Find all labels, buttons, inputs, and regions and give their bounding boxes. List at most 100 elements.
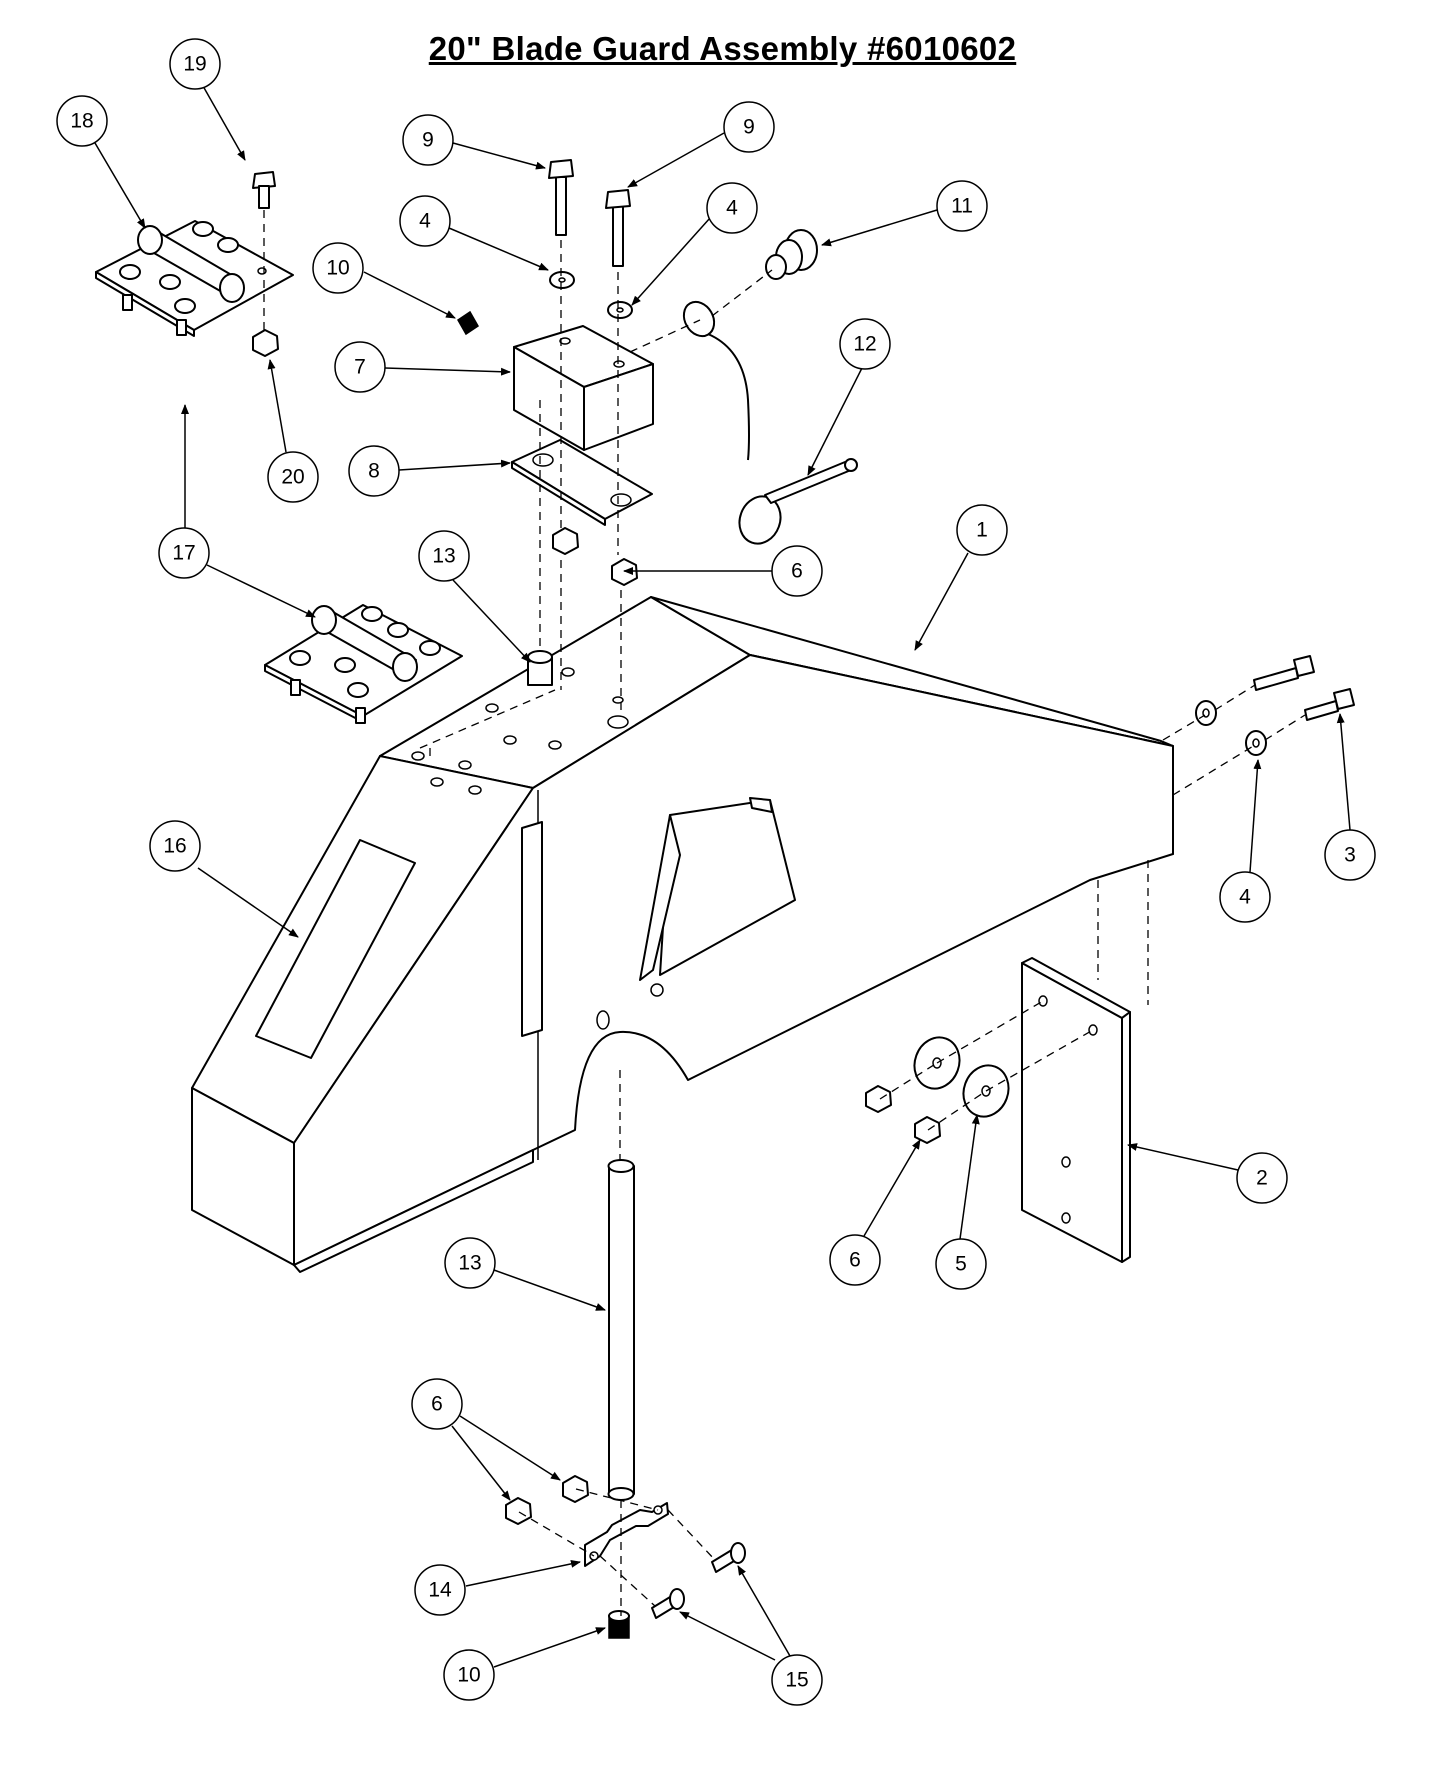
right-bolts [1195, 655, 1355, 756]
blade-guard-housing [191, 596, 1174, 1273]
callout-number: 12 [853, 333, 876, 356]
callout-13: 13 [444, 1237, 496, 1289]
callout-circle [312, 242, 364, 294]
callout-number: 18 [70, 110, 93, 133]
callout-number: 15 [785, 1669, 808, 1692]
callout-4: 4 [399, 195, 451, 247]
callout-circle [334, 341, 386, 393]
spacer-plate [511, 439, 653, 526]
callout-circle [829, 1234, 881, 1286]
callout-circle [414, 1564, 466, 1616]
callout-number: 4 [419, 210, 431, 233]
callout-number: 13 [432, 545, 455, 568]
callout-circle [771, 545, 823, 597]
callout-10: 10 [443, 1649, 495, 1701]
callout-7: 7 [334, 341, 386, 393]
callout-number: 7 [354, 356, 366, 379]
callout-8: 8 [348, 445, 400, 497]
callout-circle [411, 1378, 463, 1430]
callout-13: 13 [418, 530, 470, 582]
hinge-lower [264, 604, 463, 724]
callout-6: 6 [771, 545, 823, 597]
callout-number: 2 [1256, 1167, 1268, 1190]
callout-circle [149, 820, 201, 872]
callout-circle [348, 445, 400, 497]
callout-circle [956, 504, 1008, 556]
hinge-upper [95, 171, 294, 337]
callout-6: 6 [411, 1378, 463, 1430]
callout-15: 15 [771, 1654, 823, 1706]
callout-number: 6 [431, 1393, 443, 1416]
lock-pin-lanyard [682, 300, 858, 545]
callout-circle [418, 530, 470, 582]
callout-number: 5 [955, 1253, 967, 1276]
callout-circle [1324, 829, 1376, 881]
top-bolts [548, 159, 633, 319]
callout-number: 17 [172, 542, 195, 565]
callout-9: 9 [723, 101, 775, 153]
callout-9: 9 [402, 114, 454, 166]
callout-circle [839, 318, 891, 370]
callout-14: 14 [414, 1564, 466, 1616]
callout-number: 16 [163, 835, 186, 858]
callout-circle [443, 1649, 495, 1701]
callout-4: 4 [706, 182, 758, 234]
callout-circle [158, 527, 210, 579]
callout-circle [169, 38, 221, 90]
flat-washers [913, 1036, 1010, 1118]
callout-circle [1219, 871, 1271, 923]
callout-number: 13 [458, 1252, 481, 1275]
callout-circle [771, 1654, 823, 1706]
callout-circle [399, 195, 451, 247]
callout-number: 14 [428, 1579, 452, 1602]
callout-number: 4 [1239, 886, 1251, 909]
assembly-lines [263, 210, 1306, 1616]
callout-1: 1 [956, 504, 1008, 556]
leader-lines [94, 85, 1351, 1668]
callout-19: 19 [169, 38, 221, 90]
callout-number: 9 [743, 116, 755, 139]
callout-3: 3 [1324, 829, 1376, 881]
callout-10: 10 [312, 242, 364, 294]
callout-number: 4 [726, 197, 738, 220]
callout-circle [56, 95, 108, 147]
set-screw-bottom [608, 1610, 630, 1639]
callout-number: 9 [422, 129, 434, 152]
callout-2: 2 [1236, 1152, 1288, 1204]
callout-5: 5 [935, 1238, 987, 1290]
callout-circle [267, 451, 319, 503]
pull-knob [765, 229, 818, 280]
callout-circle [935, 1238, 987, 1290]
callout-circle [444, 1237, 496, 1289]
callout-number: 3 [1344, 844, 1356, 867]
bracket-screws [651, 1542, 746, 1619]
callout-4: 4 [1219, 871, 1271, 923]
callout-number: 6 [849, 1249, 861, 1272]
rod-bracket [584, 1502, 669, 1567]
callout-number: 8 [368, 460, 380, 483]
callout-number: 19 [183, 53, 206, 76]
callout-circle [706, 182, 758, 234]
pivot-rod [607, 1159, 635, 1501]
mounting-plate [1021, 957, 1131, 1263]
callout-number: 20 [281, 466, 304, 489]
callout-number: 1 [976, 519, 988, 542]
callout-6: 6 [829, 1234, 881, 1286]
callout-20: 20 [267, 451, 319, 503]
callout-circle [936, 180, 988, 232]
callout-number: 10 [326, 257, 349, 280]
callout-circle [1236, 1152, 1288, 1204]
callout-balloons: 19 18 9 9 4 4 11 10 7 12 20 8 1 17 13 6 16 3 4 2 6 5 13 6 14 10 15 [56, 38, 1376, 1706]
callout-number: 11 [951, 195, 973, 218]
guard-block [513, 325, 654, 451]
diagram-title: 20" Blade Guard Assembly #6010602 [428, 30, 1017, 67]
callout-18: 18 [56, 95, 108, 147]
callout-12: 12 [839, 318, 891, 370]
callout-number: 6 [791, 560, 803, 583]
callout-circle [402, 114, 454, 166]
callout-number: 10 [457, 1664, 480, 1687]
callout-16: 16 [149, 820, 201, 872]
set-screw-top [457, 310, 479, 336]
callout-17: 17 [158, 527, 210, 579]
